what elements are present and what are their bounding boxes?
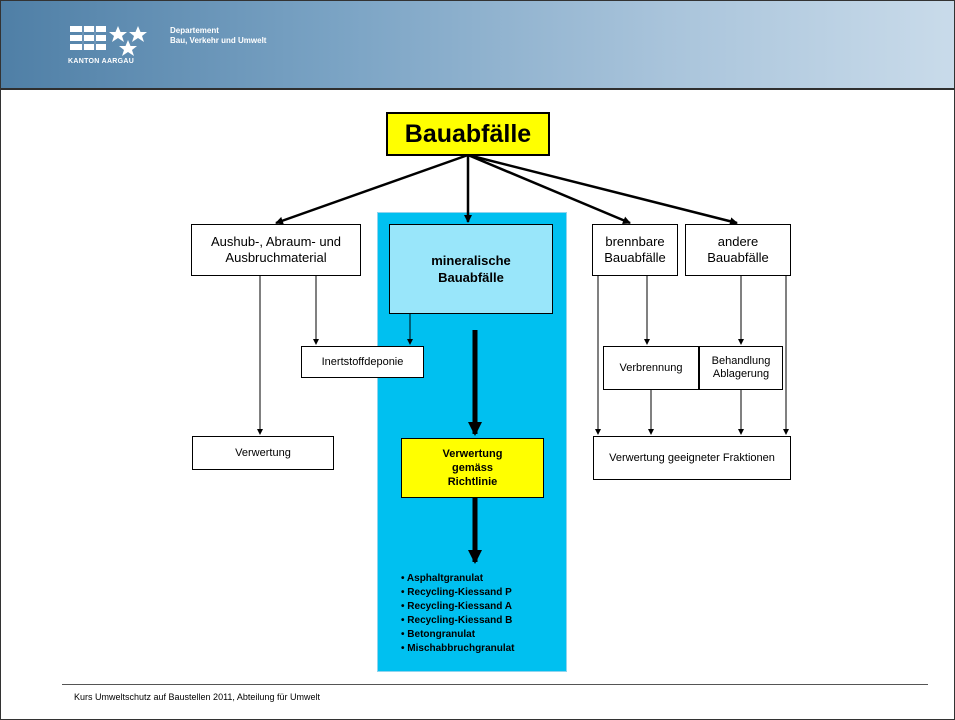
- list-item: • Recycling-Kiessand P: [401, 587, 512, 598]
- canton-name: KANTON AARGAU: [68, 58, 135, 65]
- list-item: • Recycling-Kiessand B: [401, 615, 513, 626]
- department-name: Departement Bau, Verkehr und Umwelt: [170, 26, 266, 46]
- behandlung-label: Behandlung Ablagerung: [711, 355, 771, 380]
- mineral-node: mineralische Bauabfälle: [389, 224, 553, 314]
- verwertung-left-label: Verwertung: [235, 447, 291, 459]
- verwertung-fraktionen-node: Verwertung geeigneter Fraktionen: [593, 436, 791, 480]
- root-node: Bauabfälle: [386, 112, 550, 156]
- verwertung-fraktionen-label: Verwertung geeigneter Fraktionen: [609, 452, 775, 464]
- list-item: • Mischabbruchgranulat: [401, 643, 515, 654]
- verbrennung-node: Verbrennung: [603, 346, 699, 390]
- brennbar-label: brennbare Bauabfälle: [604, 234, 666, 265]
- richtlinie-label: Verwertung gemäss Richtlinie: [442, 448, 503, 488]
- root-label: Bauabfälle: [404, 119, 532, 148]
- footer-divider: [62, 684, 928, 685]
- richtlinie-node: Verwertung gemäss Richtlinie: [401, 438, 544, 498]
- list-item: • Asphaltgranulat: [401, 573, 484, 584]
- andere-node: andere Bauabfälle: [685, 224, 791, 276]
- inertstoff-node: Inertstoffdeponie: [301, 346, 424, 378]
- verbrennung-label: Verbrennung: [619, 362, 683, 374]
- department-line-2: Bau, Verkehr und Umwelt: [170, 36, 267, 45]
- aushub-node: Aushub-, Abraum- und Ausbruchmaterial: [191, 224, 361, 276]
- department-line-1: Departement: [170, 26, 219, 35]
- behandlung-node: Behandlung Ablagerung: [699, 346, 783, 390]
- brennbar-node: brennbare Bauabfälle: [592, 224, 678, 276]
- verwertung-left-node: Verwertung: [192, 436, 334, 470]
- header-divider: [0, 88, 955, 90]
- canton-logo-icon: [70, 26, 147, 56]
- footer-text: Kurs Umweltschutz auf Baustellen 2011, A…: [74, 692, 320, 702]
- mineral-label: mineralische Bauabfälle: [431, 253, 511, 285]
- header-banner: [0, 0, 955, 88]
- aushub-label: Aushub-, Abraum- und Ausbruchmaterial: [210, 234, 342, 265]
- product-list: • Asphaltgranulat • Recycling-Kiessand P…: [401, 572, 515, 656]
- andere-label: andere Bauabfälle: [707, 234, 769, 265]
- list-item: • Recycling-Kiessand A: [401, 601, 512, 612]
- inertstoff-label: Inertstoffdeponie: [321, 356, 404, 368]
- list-item: • Betongranulat: [401, 629, 476, 640]
